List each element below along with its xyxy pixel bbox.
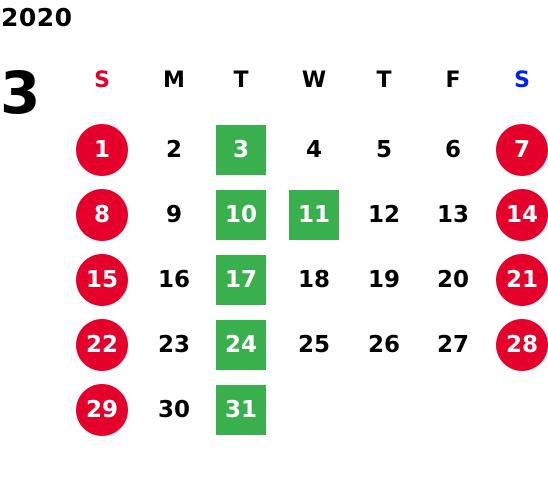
day-cell-22[interactable]: 22	[76, 319, 128, 371]
day-cell-29[interactable]: 29	[76, 384, 128, 436]
year-label: 2020	[1, 3, 73, 32]
day-cell-15[interactable]: 15	[76, 254, 128, 306]
weekday-header-thu: T	[376, 68, 392, 93]
weekday-header-tue: T	[233, 68, 249, 93]
day-cell-10[interactable]: 10	[216, 190, 266, 240]
day-cell-16[interactable]: 16	[157, 267, 190, 293]
day-cell-11[interactable]: 11	[289, 190, 339, 240]
day-cell-2[interactable]: 2	[165, 137, 182, 163]
weekday-header-sun: S	[94, 68, 110, 93]
weekday-header-sat: S	[514, 68, 530, 93]
day-cell-28[interactable]: 28	[496, 319, 548, 371]
day-cell-21[interactable]: 21	[496, 254, 548, 306]
day-cell-4[interactable]: 4	[305, 137, 322, 163]
day-cell-1[interactable]: 1	[76, 124, 128, 176]
day-cell-13[interactable]: 13	[436, 202, 469, 228]
month-number: 3	[0, 59, 41, 127]
day-cell-27[interactable]: 27	[436, 332, 469, 358]
day-cell-25[interactable]: 25	[297, 332, 330, 358]
day-cell-31[interactable]: 31	[216, 385, 266, 435]
day-cell-23[interactable]: 23	[157, 332, 190, 358]
day-cell-3[interactable]: 3	[216, 125, 266, 175]
day-cell-26[interactable]: 26	[367, 332, 400, 358]
day-cell-5[interactable]: 5	[375, 137, 392, 163]
day-cell-30[interactable]: 30	[157, 397, 190, 423]
day-cell-9[interactable]: 9	[165, 202, 182, 228]
day-cell-19[interactable]: 19	[367, 267, 400, 293]
day-cell-14[interactable]: 14	[496, 189, 548, 241]
day-cell-6[interactable]: 6	[444, 137, 461, 163]
weekday-header-wed: W	[301, 68, 327, 93]
day-cell-8[interactable]: 8	[76, 189, 128, 241]
weekday-header-fri: F	[445, 68, 461, 93]
day-cell-17[interactable]: 17	[216, 255, 266, 305]
day-cell-20[interactable]: 20	[436, 267, 469, 293]
day-cell-18[interactable]: 18	[297, 267, 330, 293]
day-cell-7[interactable]: 7	[496, 124, 548, 176]
day-cell-24[interactable]: 24	[216, 320, 266, 370]
day-cell-12[interactable]: 12	[367, 202, 400, 228]
weekday-header-mon: M	[163, 68, 185, 93]
